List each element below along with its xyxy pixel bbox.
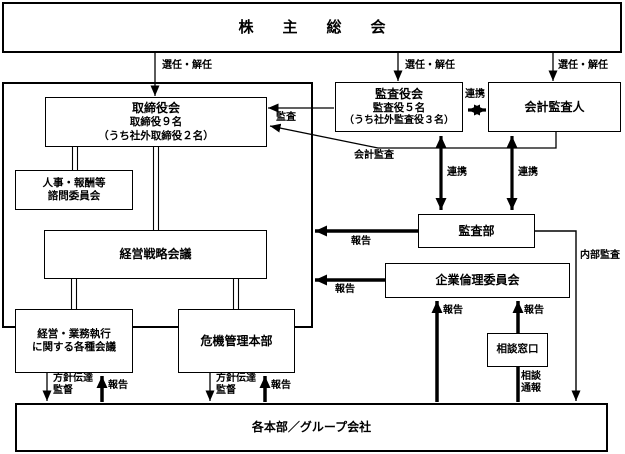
policy1-line1: 方針伝達 — [53, 373, 93, 384]
report-label-bottom1: 報告 — [108, 380, 128, 391]
consultation-desk-box: 相談窓口 — [487, 333, 548, 367]
pipe-board-strategy — [152, 147, 160, 230]
policy2-line2: 監督 — [216, 384, 236, 396]
pipe-strategy-exec — [70, 279, 78, 309]
board-of-auditors-box: 監査役会 監査役５名 （うち社外監査役３名） — [335, 82, 463, 132]
hr-compensation-committee-box: 人事・報酬等 諮問委員会 — [15, 170, 133, 210]
policy2-line1: 方針伝達 — [216, 373, 256, 384]
executive-block-outline — [2, 82, 313, 328]
hr-committee-line2: 諮問委員会 — [47, 190, 101, 202]
management-strategy-council-box: 経営戦略会議 — [44, 230, 267, 279]
accounting-audit-label: 会計監査 — [354, 150, 394, 161]
crisis-label: 危機管理本部 — [200, 333, 273, 348]
audit-department-label: 監査部 — [458, 223, 495, 238]
auditors-title: 監査役会 — [374, 86, 423, 101]
consult-label-line2: 通報 — [521, 382, 541, 394]
exec-meetings-line1: 経営・業務執行 — [37, 327, 111, 340]
report-label-up2: 報告 — [524, 305, 544, 316]
report-label-up1: 報告 — [443, 305, 463, 316]
consult-notify-label: 相談 通報 — [521, 371, 541, 394]
board-members: 取締役９名 — [129, 116, 183, 129]
audit-label: 監査 — [276, 112, 296, 123]
shareholders-meeting-box: 株 主 総 会 — [2, 2, 622, 53]
pipe-board-hr — [71, 147, 79, 170]
appoint-dismiss-label-3: 選任・解任 — [558, 60, 608, 71]
report-label-audit-dept: 報告 — [351, 236, 371, 247]
exec-meetings-box: 経営・業務執行 に関する各種会議 — [15, 309, 133, 373]
group-companies-box: 各本部／グループ会社 — [15, 403, 608, 452]
pipe-strategy-crisis — [232, 279, 240, 309]
cooperation-label-v2: 連携 — [518, 167, 538, 178]
accounting-auditor-label: 会計監査人 — [524, 99, 585, 114]
audit-department-box: 監査部 — [418, 214, 535, 248]
shareholders-meeting-label: 株 主 総 会 — [238, 18, 393, 37]
internal-audit-line — [535, 230, 581, 401]
policy-supervision-label-1: 方針伝達 監督 — [53, 373, 93, 396]
strategy-label: 経営戦略会議 — [119, 247, 192, 261]
exec-meetings-line2: に関する各種会議 — [32, 341, 116, 353]
board-of-directors-box: 取締役会 取締役９名 （うち社外取締役２名） — [45, 97, 267, 147]
cooperation-label-h: 連携 — [465, 89, 485, 100]
corporate-ethics-committee-box: 企業倫理委員会 — [385, 263, 570, 298]
cooperation-label-v1: 連携 — [447, 167, 467, 178]
auditors-members: 監査役５名 — [372, 101, 426, 114]
policy-supervision-label-2: 方針伝達 監督 — [216, 373, 256, 396]
policy1-line2: 監督 — [53, 384, 73, 396]
ethics-label: 企業倫理委員会 — [435, 273, 520, 287]
consult-label-line1: 相談 — [521, 371, 541, 382]
appoint-dismiss-label-1: 選任・解任 — [162, 60, 212, 71]
board-title: 取締役会 — [131, 101, 180, 116]
consultation-label: 相談窓口 — [496, 343, 539, 356]
group-companies-label: 各本部／グループ会社 — [251, 420, 372, 434]
internal-audit-label: 内部監査 — [580, 250, 620, 261]
report-label-ethics: 報告 — [335, 284, 355, 295]
report-label-bottom2: 報告 — [271, 380, 291, 391]
hr-committee-line1: 人事・報酬等 — [42, 176, 106, 189]
appoint-dismiss-label-2: 選任・解任 — [405, 60, 455, 71]
board-outside-members: （うち社外取締役２名） — [98, 129, 214, 142]
crisis-management-hq-box: 危機管理本部 — [178, 309, 295, 373]
accounting-auditor-box: 会計監査人 — [488, 82, 621, 132]
auditors-outside-members: （うち社外監査役３名） — [344, 114, 454, 126]
accounting-audit-line — [269, 123, 557, 149]
